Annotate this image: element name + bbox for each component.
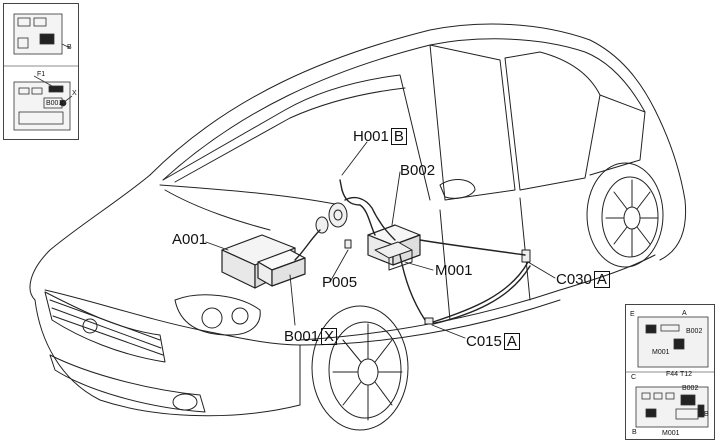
label-h001-connector: B (390, 128, 407, 145)
label-a001: A001 (172, 231, 208, 248)
inset-br-label-c: C (631, 374, 637, 381)
inset-br-label-m001-upper: M001 (652, 349, 670, 356)
front-wheel (311, 305, 409, 431)
inset-br-label-e: E (630, 311, 635, 318)
inset-br-label-m001-lower: M001 (662, 430, 680, 437)
inset-br-label-b002-lower: B002 (682, 385, 699, 392)
leader-lines (205, 141, 556, 339)
label-p005: P005 (322, 274, 358, 291)
connector-c030 (521, 249, 531, 263)
label-c015-code: C015 (466, 333, 502, 350)
inset-tl-label-b001: B001 (46, 100, 63, 107)
label-c015-connector: A (503, 333, 520, 350)
connector-c015 (424, 317, 434, 325)
rear-wheel (586, 162, 664, 268)
inset-fuse-box-detail: B F1 B001 X (3, 3, 79, 140)
inset-br-label-t12: T12 (680, 371, 693, 378)
car-body (29, 23, 687, 417)
label-b001-connector: X (321, 328, 338, 345)
horn-h001 (315, 202, 348, 234)
connector-p005 (344, 239, 352, 249)
fuse-box-b001 (257, 249, 306, 287)
inset-tl-label-x: X (72, 90, 77, 97)
label-m001: M001 (435, 262, 473, 279)
label-c030-connector: A (593, 271, 610, 288)
wiring-harness (294, 179, 531, 325)
inset-br-label-a: A (682, 310, 687, 317)
inset-control-unit-detail: E A B002 M001 C F44 T12 B002 B B M001 (625, 304, 715, 440)
inset-tl-label-f1: F1 (37, 71, 46, 78)
label-b001-code: B001 (284, 328, 320, 345)
inset-br-label-b002: B002 (686, 328, 703, 335)
inset-br-label-b-left: B (632, 429, 637, 436)
label-c030-code: C030 (556, 271, 592, 288)
module-m001 (374, 241, 413, 271)
label-b002: B002 (400, 162, 436, 179)
label-h001-code: H001 (353, 128, 389, 145)
inset-fuse-box-drawing (4, 13, 78, 131)
inset-tl-label-b: B (67, 44, 72, 51)
inset-br-label-f44: F44 (666, 371, 679, 378)
inset-br-label-b-right: B (704, 411, 709, 418)
inset-control-unit-drawing (626, 316, 714, 428)
